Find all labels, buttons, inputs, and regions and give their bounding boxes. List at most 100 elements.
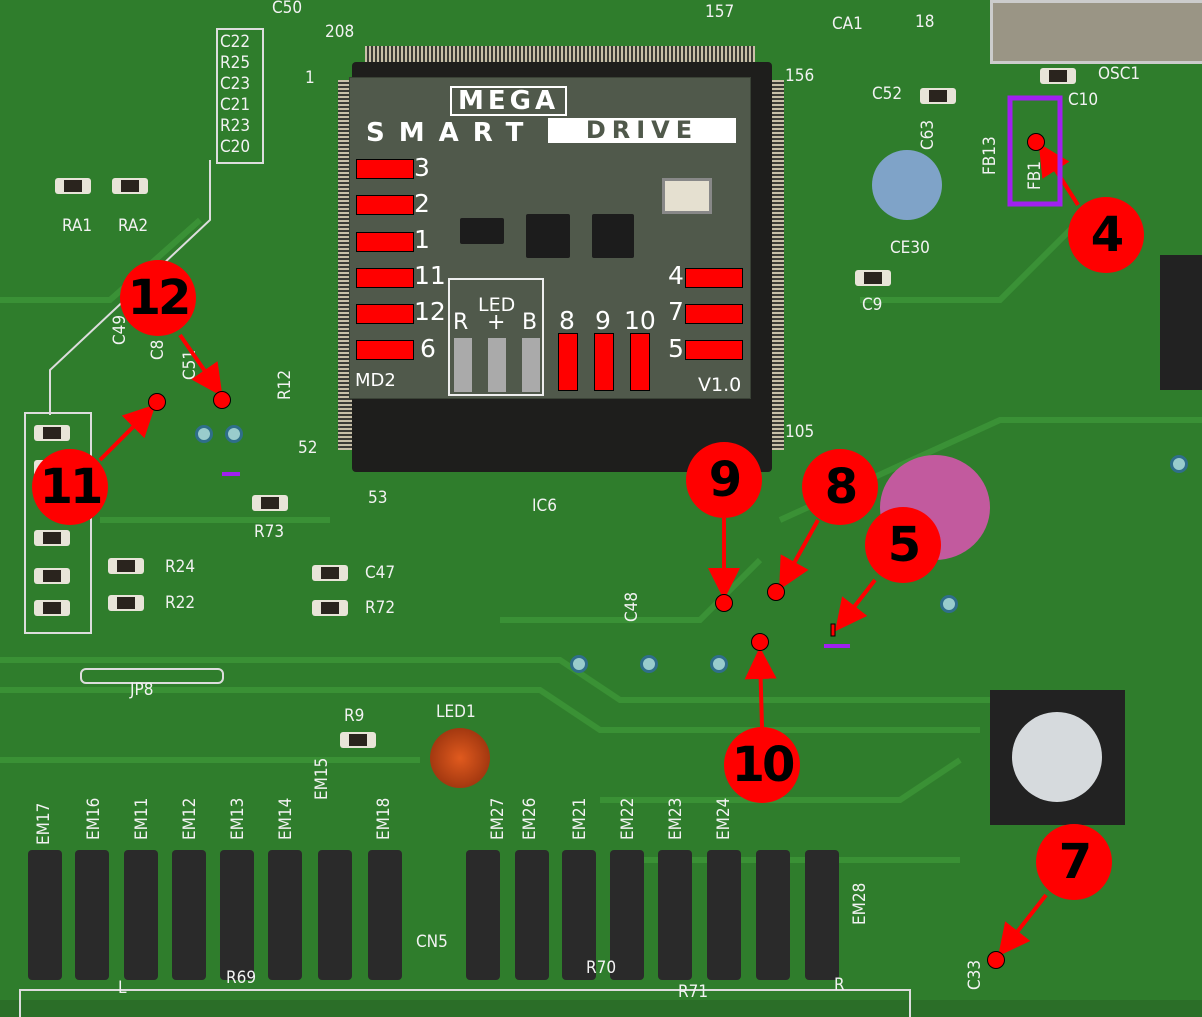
annotation-9: 9 — [686, 442, 762, 518]
silk-label: CA1 — [832, 14, 863, 34]
em-choke — [172, 850, 206, 980]
silk-label: 53 — [368, 488, 388, 508]
board-id: MD2 — [355, 370, 396, 391]
silk-label: 18 — [915, 12, 935, 32]
smd — [34, 568, 70, 584]
pad-label-11: 11 — [414, 261, 446, 290]
sot-ic — [460, 218, 504, 244]
em-choke — [75, 850, 109, 980]
em-choke — [318, 850, 352, 980]
module-title-smart: SMART — [366, 118, 538, 148]
pad-11 — [356, 268, 414, 288]
silk-label: R25 — [220, 53, 251, 73]
annotation-10: 10 — [724, 727, 800, 803]
chip-pins-right — [768, 80, 784, 450]
silk-label: RA1 — [62, 216, 93, 236]
silk-label: C21 — [220, 95, 251, 115]
via — [225, 425, 243, 443]
em-choke — [268, 850, 302, 980]
silk-label: CN5 — [416, 932, 448, 952]
pad-label-8: 8 — [559, 306, 575, 335]
module-title-drive: DRIVE — [548, 118, 736, 143]
smd — [108, 558, 144, 574]
pad-label-5: 5 — [668, 334, 684, 363]
pad-4 — [685, 268, 743, 288]
pad-5 — [685, 340, 743, 360]
silk-label: C9 — [862, 295, 883, 315]
crystal — [662, 178, 712, 214]
pad-10 — [630, 333, 650, 391]
silk-label: 52 — [298, 438, 318, 458]
silk-label: R22 — [165, 593, 196, 613]
silk-label: JP8 — [130, 680, 154, 700]
smd — [34, 530, 70, 546]
solder-point-9 — [715, 594, 733, 612]
qfn-ic — [526, 214, 570, 258]
annotation-5: 5 — [865, 507, 941, 583]
smd — [252, 495, 288, 511]
smd — [920, 88, 956, 104]
silk-label: IC6 — [532, 496, 557, 516]
em-choke — [610, 850, 644, 980]
solder-point-4 — [1027, 133, 1045, 151]
pad-label-6: 6 — [420, 334, 436, 363]
pad-3 — [356, 159, 414, 179]
annotation-12: 12 — [120, 260, 196, 336]
via — [570, 655, 588, 673]
silk-label: C22 — [220, 32, 251, 52]
silk-box-c22 — [216, 28, 264, 164]
pad-label-1: 1 — [414, 225, 430, 254]
smd — [1040, 68, 1076, 84]
pad-label-12: 12 — [414, 297, 446, 326]
silk-label: 105 — [785, 422, 815, 442]
silk-label: LED1 — [436, 702, 476, 722]
em-choke — [515, 850, 549, 980]
annotation-4: 4 — [1068, 197, 1144, 273]
annotation-11: 11 — [32, 449, 108, 525]
pad-label-3: 3 — [414, 153, 430, 182]
solder-point-11 — [148, 393, 166, 411]
pad-8 — [558, 333, 578, 391]
silk-label: C47 — [365, 563, 396, 583]
silk-label: 156 — [785, 66, 815, 86]
capacitor-ce30 — [872, 150, 942, 220]
resistor-array-frame — [24, 412, 92, 634]
em-choke — [707, 850, 741, 980]
pad-label-2: 2 — [414, 189, 430, 218]
smd — [34, 425, 70, 441]
silk-label: OSC1 — [1098, 64, 1141, 84]
oscillator — [990, 0, 1202, 64]
pad-6 — [356, 340, 414, 360]
silk-label: R70 — [586, 958, 617, 978]
silk-label: 157 — [705, 2, 735, 22]
chip-pins-top — [365, 46, 755, 62]
pad-label-9: 9 — [595, 306, 611, 335]
pad-label-4: 4 — [668, 261, 684, 290]
pad-12 — [356, 304, 414, 324]
via — [710, 655, 728, 673]
reset-button — [990, 690, 1125, 825]
silk-label: C23 — [220, 74, 251, 94]
annotation-7: 7 — [1036, 824, 1112, 900]
silk-label: C52 — [872, 84, 903, 104]
led-pin-plus — [488, 338, 506, 392]
silk-label: 208 — [325, 22, 355, 42]
solder-point-8 — [767, 583, 785, 601]
smd — [34, 600, 70, 616]
pad-2 — [356, 195, 414, 215]
silk-label: R69 — [226, 968, 257, 988]
msop-ic — [592, 214, 634, 258]
pad-7 — [685, 304, 743, 324]
em-choke — [220, 850, 254, 980]
led-header-outline: LED R + B — [448, 278, 544, 396]
silk-label: RA2 — [118, 216, 149, 236]
led-pin-label-b: B — [522, 310, 538, 335]
led-pin-label-plus: + — [487, 310, 506, 335]
led-pin-r — [454, 338, 472, 392]
solder-point-10 — [751, 633, 769, 651]
em-choke — [805, 850, 839, 980]
smd — [112, 178, 148, 194]
smd — [855, 270, 891, 286]
via — [195, 425, 213, 443]
